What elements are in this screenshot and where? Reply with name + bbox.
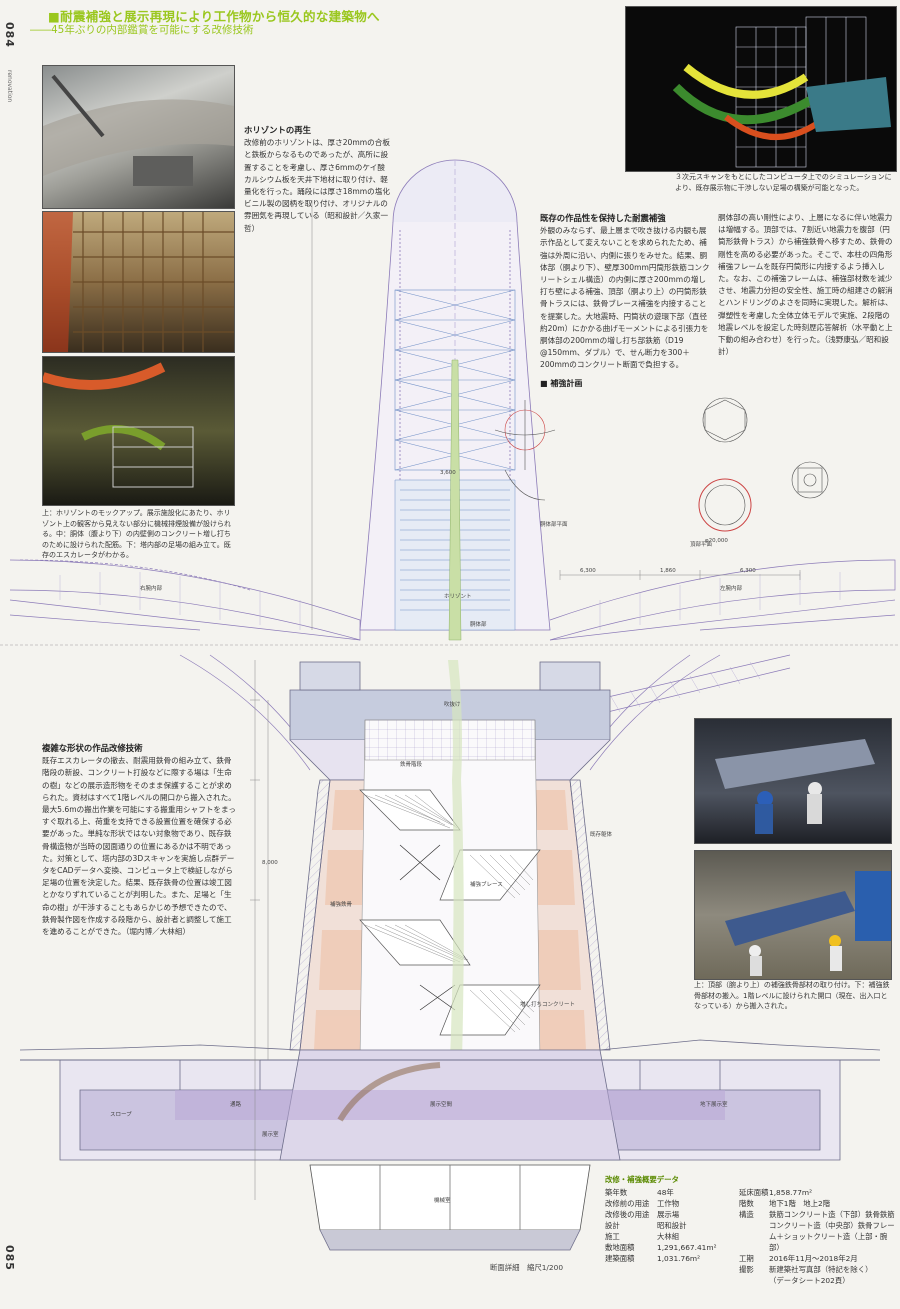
headline: ■耐震補強と展示再現により工作物から恒久的な建築物へ xyxy=(48,9,380,24)
horizon-body: 改修前のホリゾントは、厚さ20mmの合板と鉄板からなるものであったが、高所に設置… xyxy=(244,138,390,233)
label-concrete: 増し打ちコンクリート xyxy=(520,1002,576,1008)
photo-horizon-mockup xyxy=(42,65,235,209)
label-underground: 地下展示室 xyxy=(700,1102,728,1108)
label-dim-5: 8,000 xyxy=(262,860,278,866)
label-brace: 補強ブレース xyxy=(470,882,503,888)
photo-3d-scan-cg xyxy=(625,6,897,172)
seismic-body-2: 胴体部の高い剛性により、上層になるに伴い地震力は増幅する。頂部では、7割近い地震… xyxy=(718,213,893,357)
tree-trunk-lower xyxy=(448,660,464,1060)
data-row: 設計昭和設計 xyxy=(605,1221,687,1230)
restore-text-block: 複雑な形状の作品改修技術 既存エスカレータの撤去、耐震用鉄骨の組み立て、鉄骨階段… xyxy=(42,742,238,938)
data-block-title: 改修・補強概要データ xyxy=(605,1175,679,1184)
label-plan-2: 頂部平面 xyxy=(690,542,713,548)
photo-steel-carry-in xyxy=(694,850,892,980)
label-horizon: ホリゾント xyxy=(444,594,472,600)
label-plan-1: 胴体部平面 xyxy=(540,522,568,528)
photo-steel-install xyxy=(694,718,892,844)
label-dia: φ20,000 xyxy=(705,538,728,544)
cg-caption: ３次元スキャンをもとにしたコンピュータ上でのシミュレーションにより、既存展示物に… xyxy=(675,173,892,192)
label-existing: 既存躯体 xyxy=(590,832,613,838)
horizon-text-block: ホリゾントの再生 改修前のホリゾントは、厚さ20mmの合板と鉄板からなるものであ… xyxy=(244,124,390,235)
horizon-title: ホリゾントの再生 xyxy=(244,125,311,135)
arched-stair xyxy=(337,1062,441,1122)
reinforcement-plan-title: ■ 補強計画 xyxy=(540,379,583,388)
page-number-bottom: 085 xyxy=(3,1245,16,1271)
seismic-text-block: 既存の作品性を保持した耐震補強 外観のみならず、最上層まで吹き抜ける内観も展示作… xyxy=(540,212,712,372)
photo-scaffold xyxy=(42,356,235,506)
page-number-top: 084 xyxy=(3,22,16,48)
seismic-text-block-2: 胴体部の高い剛性により、上層になるに伴い地震力は増幅する。頂部では、7割近い地震… xyxy=(718,212,896,358)
photo-rebar xyxy=(42,211,235,353)
label-void: 吹抜け xyxy=(444,702,461,708)
label-dim-1: 6,300 xyxy=(580,568,596,574)
right-photos-caption: 上：頂部（腕より上）の補強鉄骨部材の取り付け。下：補強鉄骨部材の搬入。1階レベル… xyxy=(694,981,890,1010)
data-row: 改修前の用途工作物 xyxy=(605,1199,680,1208)
label-left-arm: 右腕内部 xyxy=(140,586,163,592)
label-upper-stage: 胴体部 xyxy=(470,622,487,628)
subheadline: ――45年ぶりの内部鑑賞を可能にする改修技術 xyxy=(30,24,254,36)
data-row: 施工大林組 xyxy=(605,1232,680,1241)
seismic-title: 既存の作品性を保持した耐震補強 xyxy=(540,213,666,223)
seismic-body: 外観のみならず、最上層まで吹き抜ける内観も展示作品として変えないことを求められた… xyxy=(540,226,710,370)
restore-body: 既存エスカレータの撤去、耐震用鉄骨の組み立て、鉄骨階段の新設、コンクリート打設な… xyxy=(42,756,236,937)
data-row: （データシート202頁） xyxy=(769,1276,850,1285)
left-photos-caption: 上：ホリゾントのモックアップ。展示施設化にあたり、ホリゾント上の観客から見えない… xyxy=(42,509,231,559)
data-row: 撮影新建築社写真部（特記を除く） xyxy=(739,1265,873,1274)
data-row: 構造鉄筋コンクリート造（下部）鉄骨鉄筋コンクリート造（中央部）鉄骨フレーム＋ショ… xyxy=(739,1210,895,1252)
label-exhibit-room: 展示室 xyxy=(262,1132,279,1138)
label-right-arm: 左腕内部 xyxy=(720,586,743,592)
section-scale-label: 断面詳細 縮尺1/200 xyxy=(490,1263,564,1272)
label-slope: スロープ xyxy=(110,1112,132,1118)
floor-band xyxy=(175,1090,725,1120)
tree-trunk-upper xyxy=(448,359,462,641)
label-mech: 機械室 xyxy=(434,1198,451,1204)
restore-title: 複雑な形状の作品改修技術 xyxy=(42,743,143,753)
data-row: 階数地下1階 地上2階 xyxy=(739,1199,831,1208)
label-stair: 鉄骨階段 xyxy=(400,762,423,768)
label-steel: 補強鉄骨 xyxy=(330,902,353,908)
label-dim-3: 6,300 xyxy=(740,568,756,574)
arms-upper xyxy=(9,559,896,641)
label-corridor: 通路 xyxy=(230,1102,242,1108)
label-dim-2: 1,860 xyxy=(660,568,676,574)
data-row: 改修後の用途展示場 xyxy=(605,1210,680,1219)
reinforcement-diagrams xyxy=(494,397,829,532)
label-dim-4: 3,600 xyxy=(440,470,456,476)
side-tag-top: renovation xyxy=(6,70,13,103)
label-exhibit-space: 展示空間 xyxy=(430,1102,453,1108)
